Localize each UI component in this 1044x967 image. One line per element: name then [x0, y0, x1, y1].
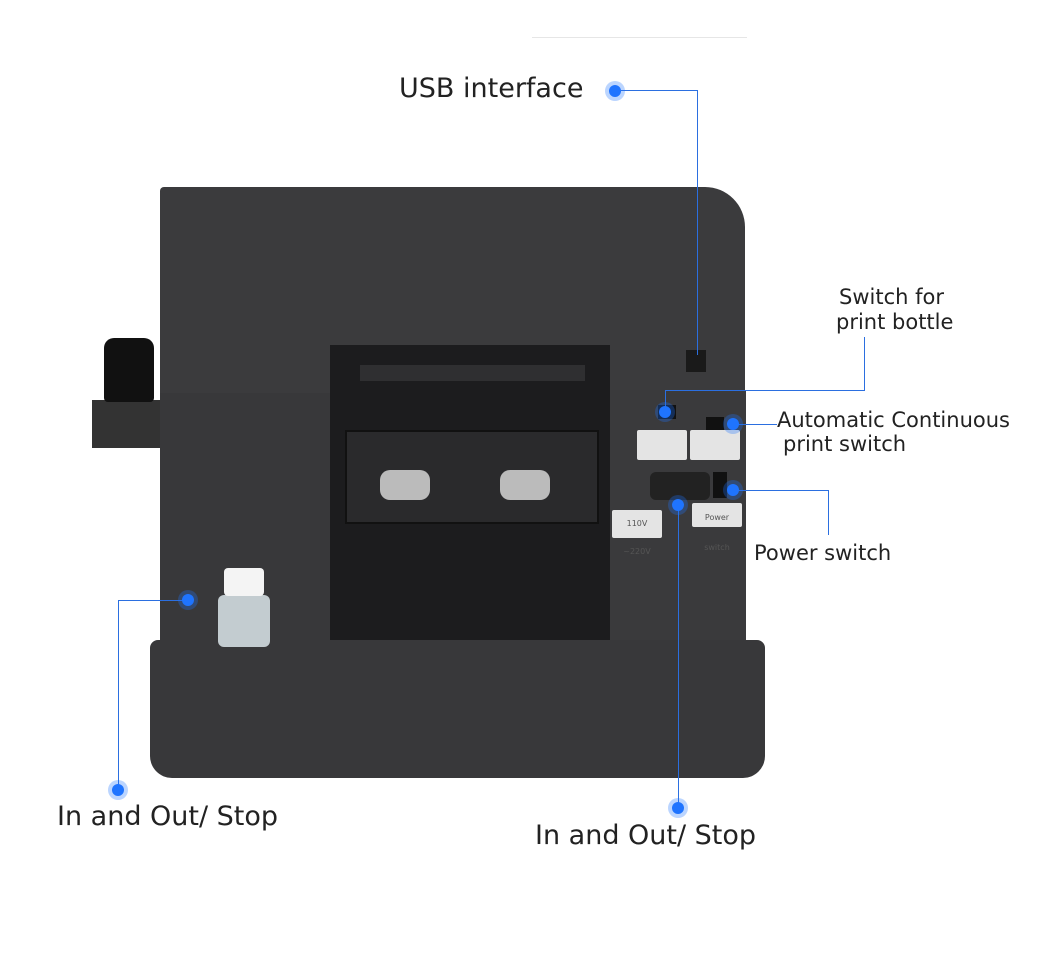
usb-interface-label: USB interface: [399, 73, 584, 104]
power-switch[interactable]: [713, 472, 727, 498]
auto-print-label-2: print switch: [783, 432, 907, 456]
inout-bottom-leader: [678, 505, 679, 808]
power-switch-sticker: Power switch: [692, 503, 742, 552]
bottle-leader-d: [665, 390, 666, 412]
printer-base: [150, 640, 765, 778]
bottle-leader-h: [665, 390, 865, 391]
bottle-marker: [659, 406, 671, 418]
printhead-left: [380, 470, 430, 500]
inout-bottom-marker: [672, 802, 684, 814]
inout-left-leader-h: [118, 600, 188, 601]
print-tray: [360, 365, 585, 381]
bottle-holder: [92, 400, 160, 448]
power-switch-label: Power switch: [754, 541, 892, 565]
top-divider: [532, 37, 747, 38]
bottle-leader-v: [864, 337, 865, 391]
auto-print-switch[interactable]: [706, 417, 724, 431]
power-leader-h: [733, 490, 828, 491]
auto-leader: [733, 424, 777, 425]
bottle-switch-sticker: [637, 430, 687, 460]
usb-leader-v: [697, 90, 698, 355]
ink-bottle: [104, 338, 154, 402]
auto-marker: [727, 418, 739, 430]
inout-left-marker: [112, 784, 124, 796]
waste-bottle-cap: [224, 568, 264, 596]
in-out-stop-left-label: In and Out/ Stop: [57, 801, 279, 832]
in-out-stop-bottom-label: In and Out/ Stop: [535, 820, 757, 851]
inout-left-marker-top: [182, 594, 194, 606]
usb-marker: [609, 85, 621, 97]
voltage-sticker: 110V ~220V: [612, 510, 662, 556]
inout-bottom-marker-top: [672, 499, 684, 511]
printhead-right: [500, 470, 550, 500]
usb-leader: [615, 90, 698, 91]
power-leader-v: [828, 490, 829, 535]
print-bottle-label-1: Switch for: [839, 285, 944, 309]
auto-print-label-1: Automatic Continuous: [777, 408, 1010, 432]
power-marker: [727, 484, 739, 496]
power-inlet: [650, 472, 710, 500]
inout-left-leader-v: [118, 600, 119, 790]
waste-bottle: [218, 595, 270, 647]
usb-port: [686, 350, 706, 372]
print-bottle-label-2: print bottle: [836, 310, 954, 334]
auto-switch-sticker: [690, 430, 740, 460]
